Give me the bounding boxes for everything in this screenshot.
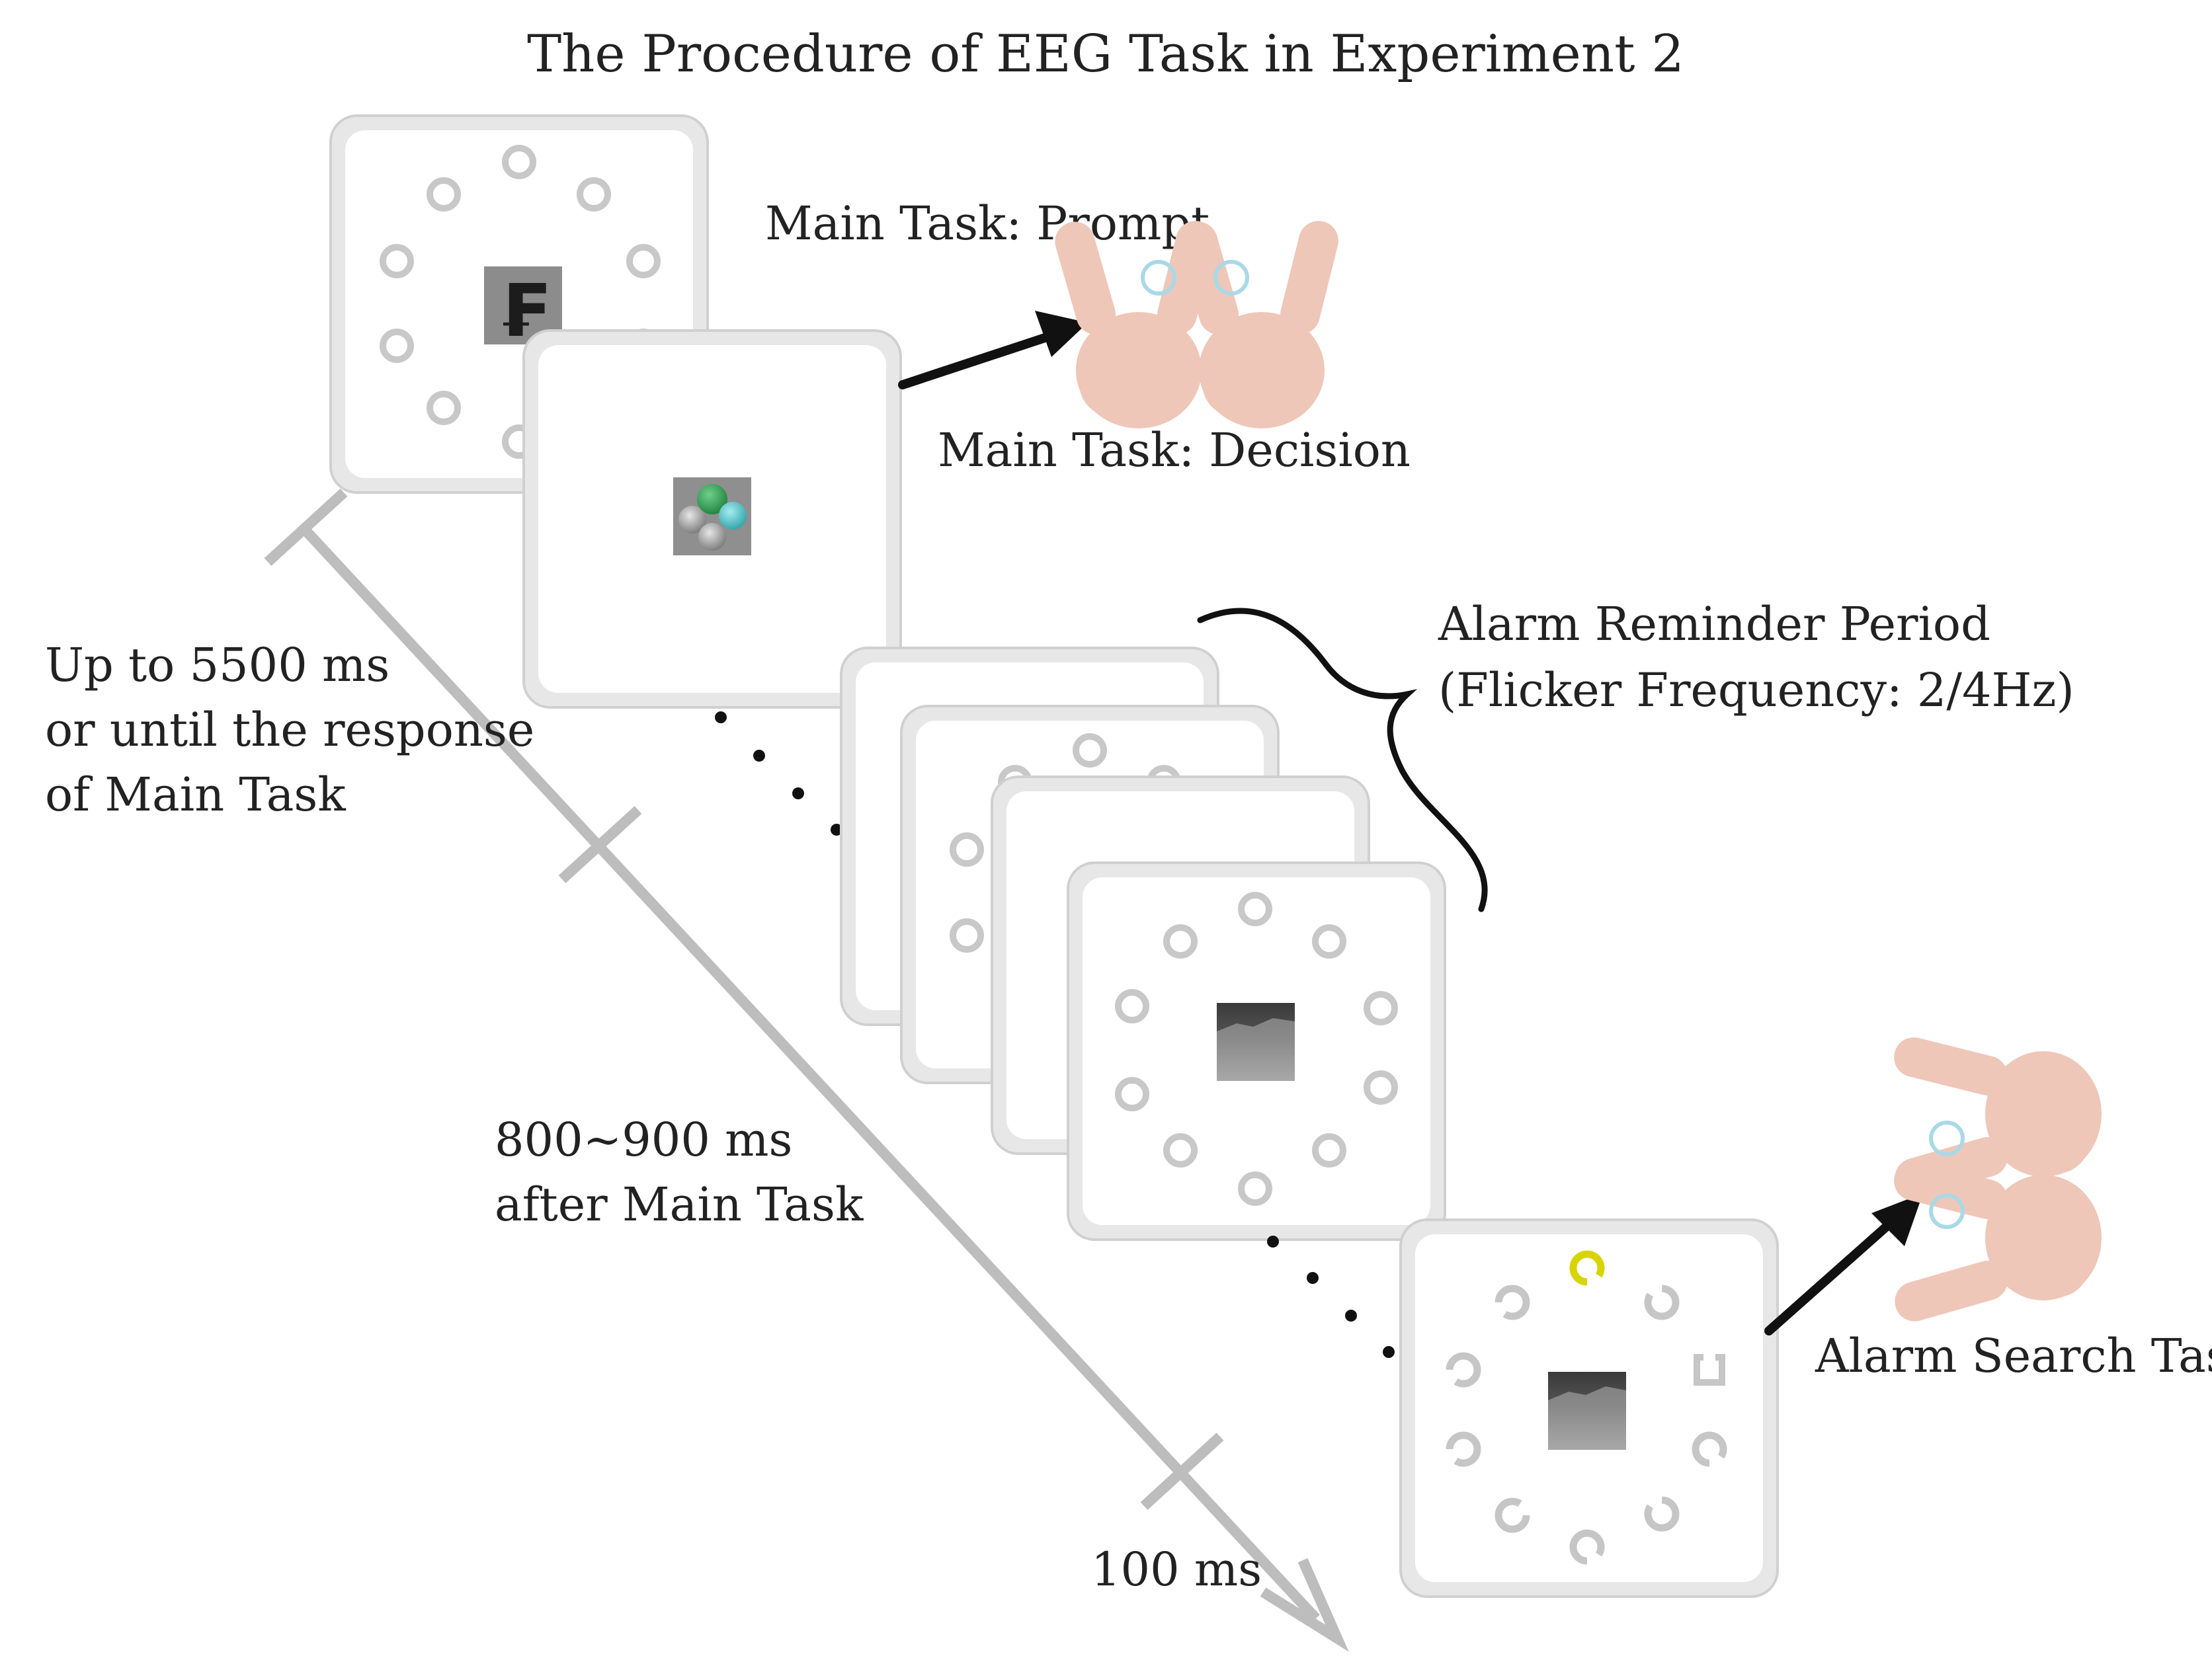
- ellipsis-dots-2: [1267, 1236, 1395, 1358]
- left-response-ring-icon: [1141, 260, 1176, 296]
- time-axis-line: [300, 525, 1320, 1622]
- screen-alarm-search: [1399, 1218, 1779, 1598]
- decision-stimulus: [673, 477, 751, 555]
- label-main-decision: Main Task: Decision: [938, 423, 1411, 477]
- alarm-period-brace: [1197, 608, 1488, 912]
- label-alarm-search: Alarm Search Task: [1815, 1329, 2212, 1383]
- label-alarm-period-line1: Alarm Reminder Period: [1438, 597, 1990, 651]
- upper-response-ring-icon: [1929, 1121, 1965, 1156]
- diagram-title: The Procedure of EEG Task in Experiment …: [527, 24, 1684, 84]
- alarm-response: [1764, 1033, 2102, 1335]
- square-distractor-icon: [1694, 1354, 1725, 1386]
- label-main-prompt: Main Task: Prompt: [765, 196, 1209, 251]
- right-response-ring-icon: [1213, 260, 1249, 296]
- lower-peace-hand-icon: [1889, 1156, 2102, 1326]
- time-axis: [264, 489, 1349, 1652]
- decision-green-button: [697, 484, 727, 514]
- timing-alarm-line2: after Main Task: [495, 1177, 864, 1232]
- timing-search: 100 ms: [1091, 1542, 1262, 1597]
- time-tick-alarm-end: [1140, 1433, 1224, 1510]
- main-response: [898, 216, 1343, 428]
- right-peace-hand-icon: [1173, 216, 1343, 428]
- time-tick-main-end: [558, 806, 642, 883]
- screen-alarm-rings-2: [1067, 861, 1446, 1241]
- timing-main-line3: of Main Task: [45, 768, 346, 822]
- time-tick-start: [264, 489, 348, 566]
- timing-main-line1: Up to 5500 ms: [45, 638, 389, 692]
- timing-alarm-line1: 800~900 ms: [495, 1113, 792, 1167]
- timing-main-line2: or until the response: [45, 703, 534, 757]
- screen-decision: [522, 329, 902, 709]
- target-ring-icon: [1569, 1250, 1605, 1286]
- ellipsis-dots-1: [715, 711, 842, 836]
- label-alarm-period-line2: (Flicker Frequency: 2/4Hz): [1438, 663, 2074, 717]
- landolt-ring-array: [1446, 1250, 1727, 1565]
- time-axis-arrowhead: [1260, 1558, 1349, 1652]
- decision-cyan-button: [719, 502, 747, 530]
- lower-response-ring-icon: [1929, 1193, 1965, 1229]
- ring-array: [1115, 892, 1398, 1206]
